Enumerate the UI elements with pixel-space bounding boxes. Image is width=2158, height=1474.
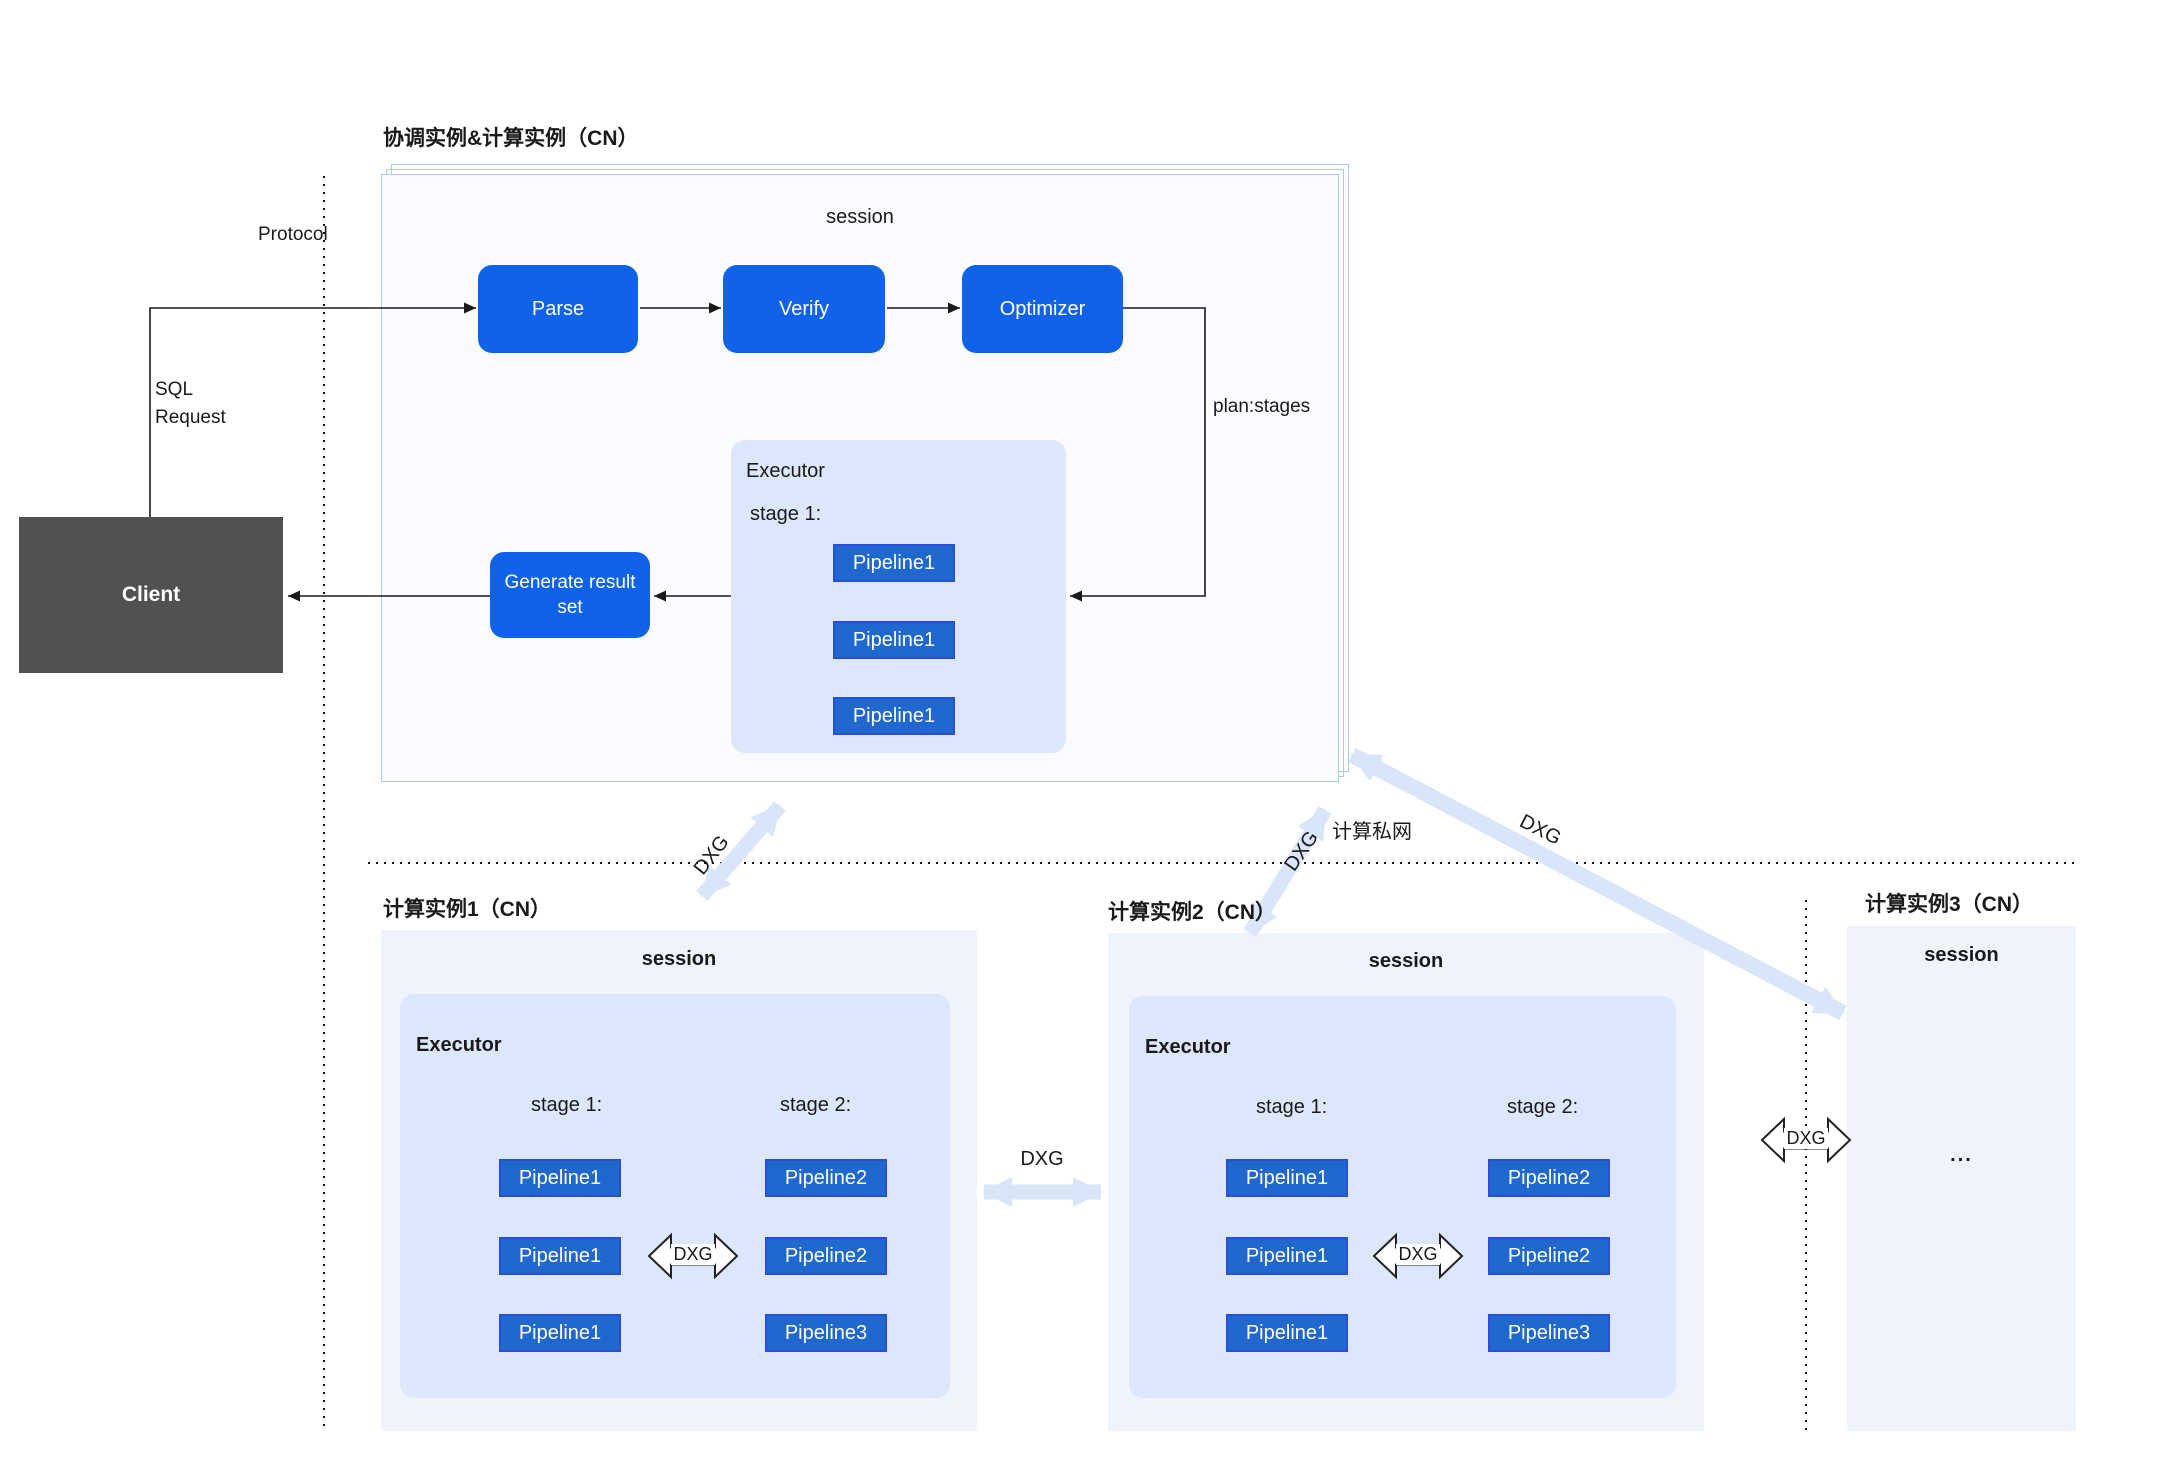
pipeline-box: Pipeline1	[1226, 1159, 1348, 1197]
instance1-session-label: session	[641, 948, 717, 970]
protocol-label: Protocol	[258, 224, 328, 245]
verify-node: Verify	[723, 265, 885, 353]
coordinator-executor-label: Executor	[746, 460, 825, 482]
sql-request-line2: Request	[155, 407, 226, 428]
instance3-panel	[1847, 926, 2076, 1431]
dxg-label-inner-instance3: DXG	[1784, 1128, 1828, 1149]
instance1-executor-label: Executor	[416, 1034, 502, 1056]
sql-request-label: SQL Request	[155, 376, 226, 432]
instance1-title: 计算实例1（CN）	[383, 898, 552, 921]
plan-stages-label: plan:stages	[1213, 396, 1311, 417]
pipeline-box: Pipeline3	[765, 1314, 887, 1352]
dxg-label-inner-instance2: DXG	[1396, 1244, 1440, 1265]
coordinator-stage1-label: stage 1:	[750, 503, 822, 525]
dxg-label-instance2: DXG	[1280, 827, 1324, 876]
dxg-label-instance3: DXG	[1515, 810, 1565, 850]
instance3-title: 计算实例3（CN）	[1865, 893, 2034, 916]
instance1-stage1-label: stage 1:	[531, 1094, 603, 1116]
private-network-label: 计算私网	[1332, 821, 1412, 843]
optimizer-node: Optimizer	[962, 265, 1123, 353]
instance2-session-label: session	[1368, 950, 1444, 972]
pipeline-box: Pipeline2	[1488, 1159, 1610, 1197]
instance2-stage2-label: stage 2:	[1507, 1096, 1579, 1118]
pipeline-box: Pipeline1	[1226, 1314, 1348, 1352]
dxg-label-inner-instance1: DXG	[671, 1244, 715, 1265]
dxg-label-instance1: DXG	[689, 831, 734, 880]
pipeline-box: Pipeline2	[765, 1159, 887, 1197]
pipeline-box: Pipeline1	[833, 544, 955, 582]
pipeline-box: Pipeline1	[499, 1314, 621, 1352]
pipeline-box: Pipeline1	[833, 697, 955, 735]
parse-node: Parse	[478, 265, 638, 353]
instance2-title: 计算实例2（CN）	[1108, 901, 1277, 924]
coordinator-title: 协调实例&计算实例（CN）	[383, 127, 639, 150]
coordinator-session-label: session	[826, 206, 894, 228]
pipeline-box: Pipeline1	[1226, 1237, 1348, 1275]
generate-result-node: Generate result set	[490, 552, 650, 638]
pipeline-box: Pipeline1	[499, 1237, 621, 1275]
dxg-label-inst1-inst2: DXG	[1020, 1148, 1064, 1170]
client-node: Client	[19, 517, 283, 673]
sql-request-line1: SQL	[155, 379, 194, 400]
instance2-executor-label: Executor	[1145, 1036, 1231, 1058]
pipeline-box: Pipeline2	[765, 1237, 887, 1275]
pipeline-box: Pipeline2	[1488, 1237, 1610, 1275]
instance2-stage1-label: stage 1:	[1256, 1096, 1328, 1118]
pipeline-box: Pipeline3	[1488, 1314, 1610, 1352]
pipeline-box: Pipeline1	[833, 621, 955, 659]
instance1-stage2-label: stage 2:	[780, 1094, 852, 1116]
instance3-session-label: session	[1924, 944, 1999, 966]
pipeline-box: Pipeline1	[499, 1159, 621, 1197]
instance3-ellipsis: ...	[1950, 1144, 1973, 1166]
